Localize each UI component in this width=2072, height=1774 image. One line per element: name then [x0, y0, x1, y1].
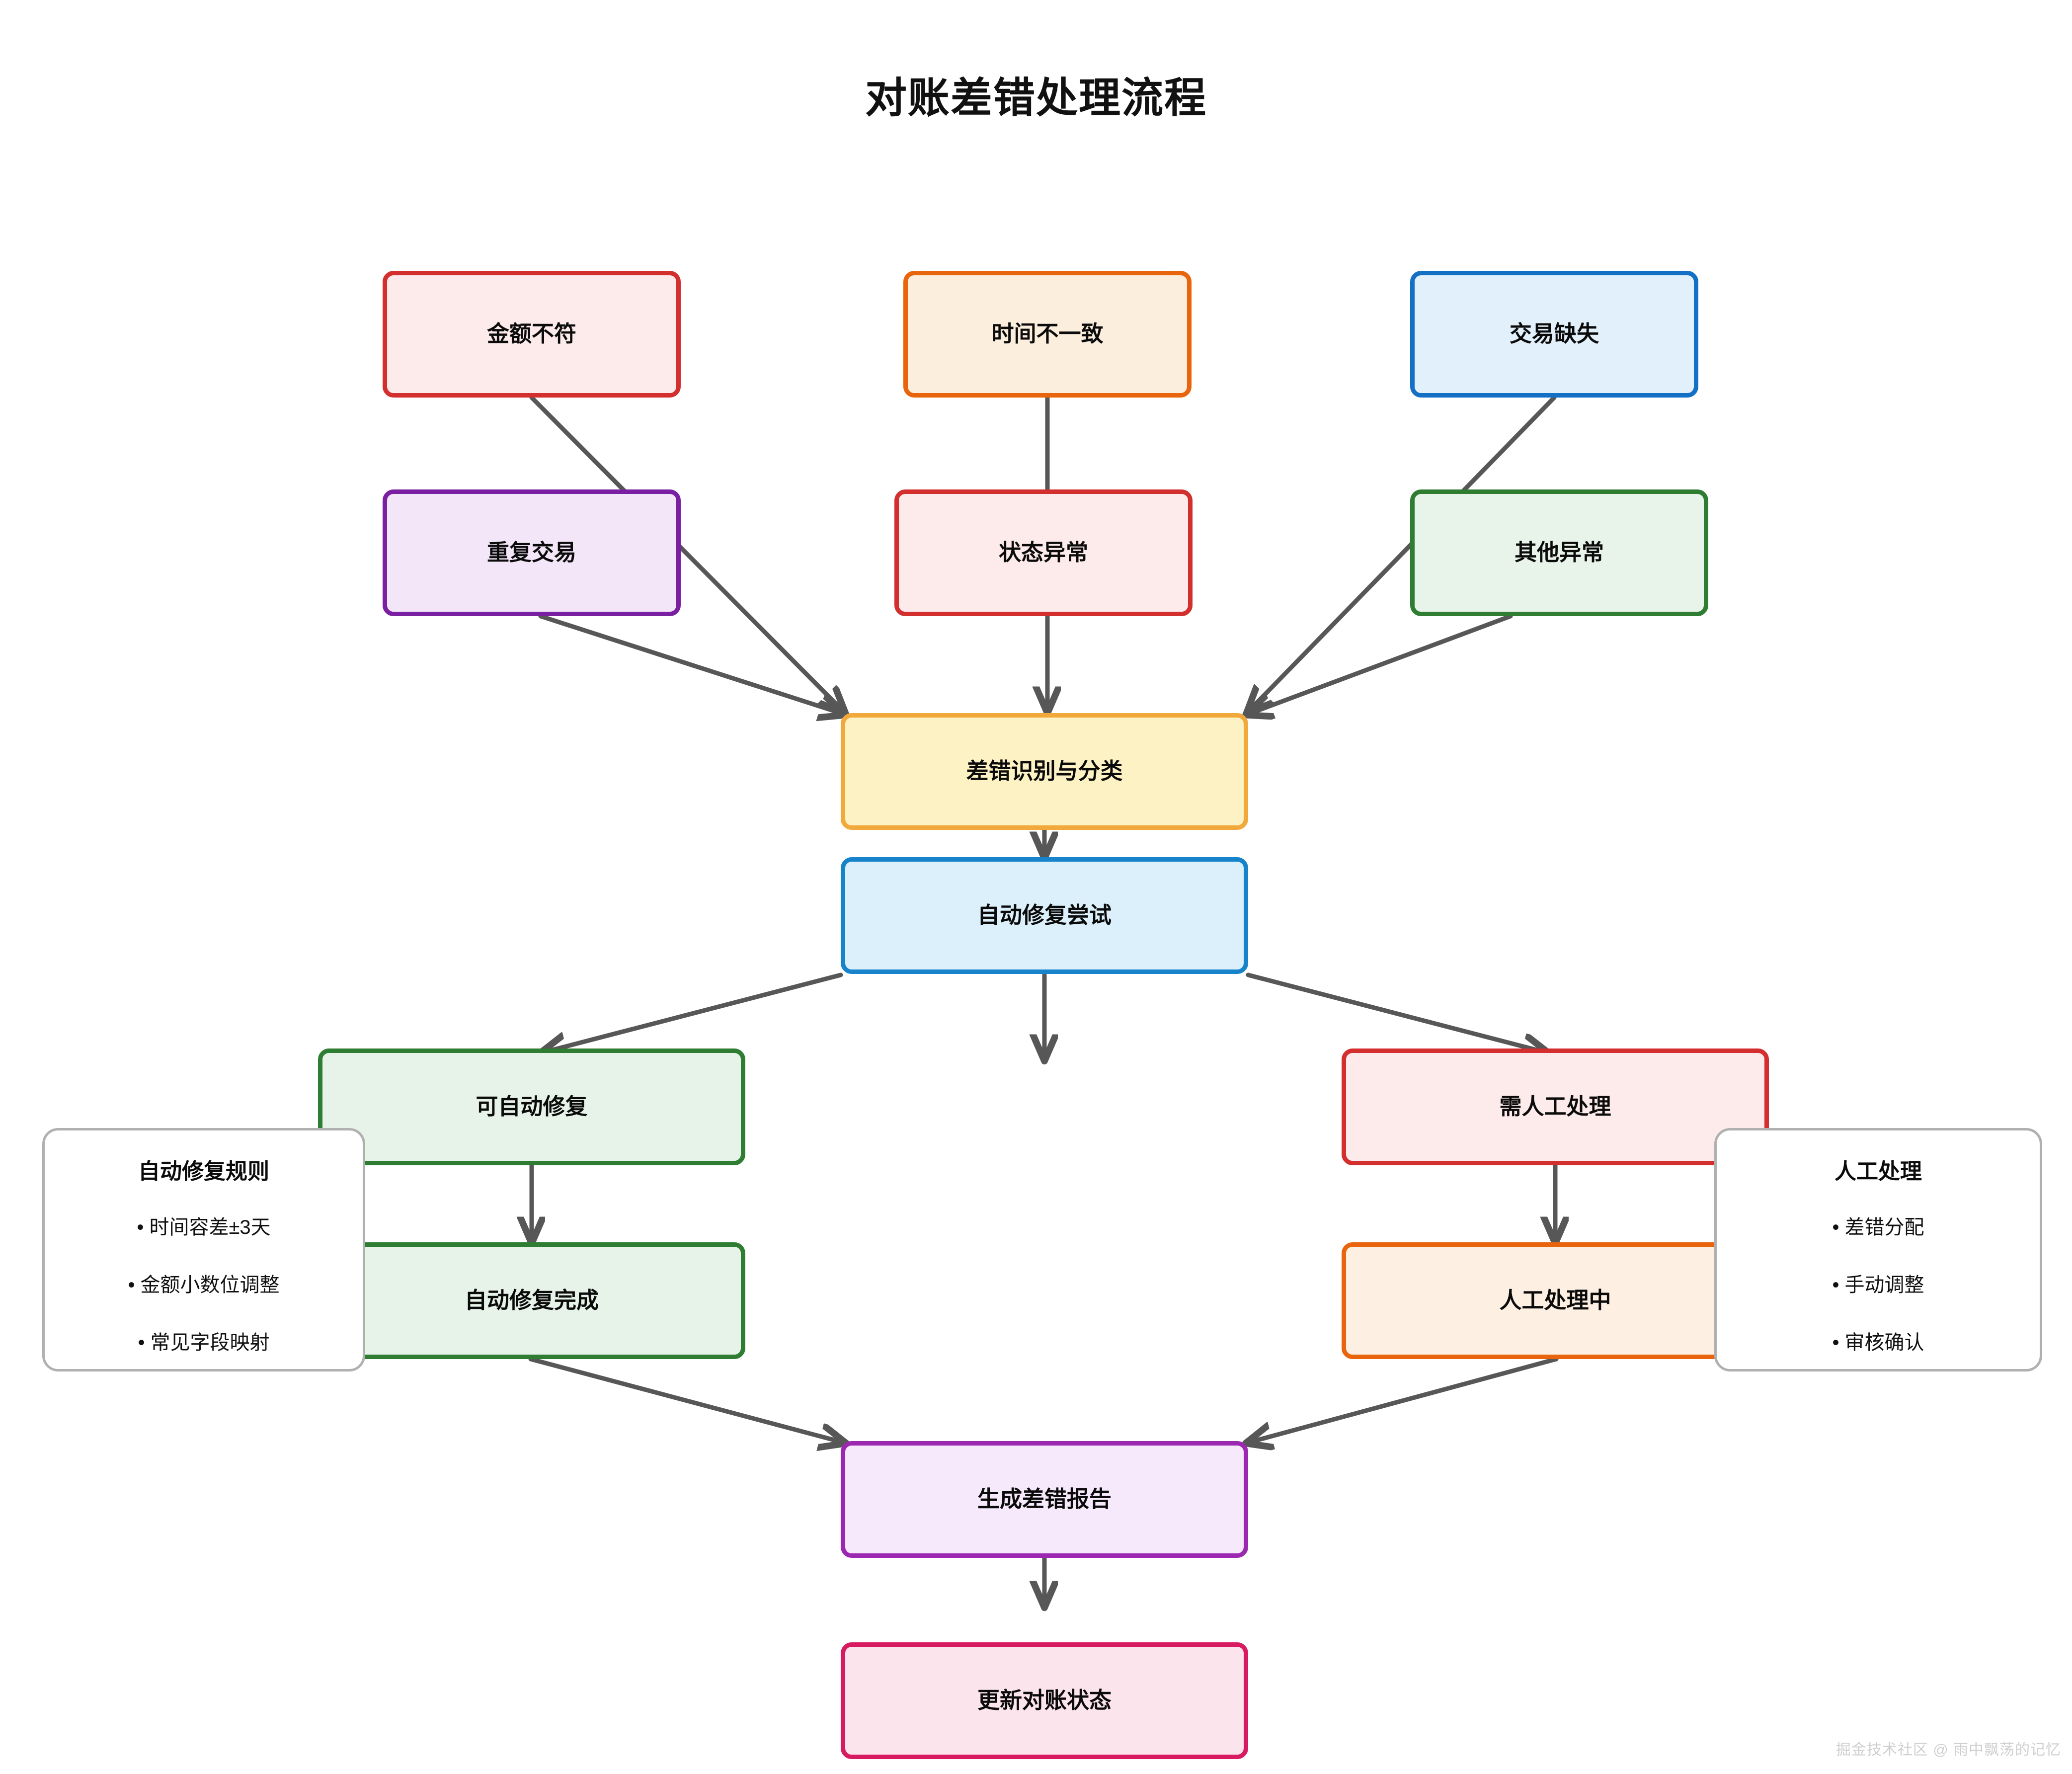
node-amount_mismatch[interactable]: 金额不符 — [383, 271, 681, 398]
note-bullet-list: • 差错分配 • 手动调整 • 审核确认 — [1717, 1211, 2040, 1384]
node-label: 其他异常 — [1514, 540, 1604, 565]
node-dup_txn[interactable]: 重复交易 — [383, 489, 681, 616]
node-label: 生成差错报告 — [977, 1486, 1112, 1512]
node-gen_report[interactable]: 生成差错报告 — [841, 1441, 1248, 1558]
note-title: 自动修复规则 — [138, 1159, 269, 1184]
node-label: 交易缺失 — [1509, 321, 1599, 347]
node-txn_missing[interactable]: 交易缺失 — [1410, 271, 1698, 398]
node-classify[interactable]: 差错识别与分类 — [841, 713, 1248, 830]
page-title: 对账差错处理流程 — [865, 75, 1207, 121]
edge-dup_txn-to-classify — [538, 614, 844, 714]
node-label: 可自动修复 — [476, 1094, 588, 1120]
node-label: 人工处理中 — [1499, 1288, 1611, 1313]
note-bullet-list: • 时间容差±3天 • 金额小数位调整 • 常见字段映射 — [45, 1211, 363, 1384]
note-bullet: • 差错分配 — [1832, 1216, 1924, 1238]
node-label: 需人工处理 — [1499, 1094, 1611, 1120]
note-auto_rules: 自动修复规则 • 时间容差±3天 • 金额小数位调整 • 常见字段映射 — [42, 1128, 365, 1371]
node-status_abnormal[interactable]: 状态异常 — [894, 489, 1193, 616]
note-bullet: • 时间容差±3天 — [137, 1216, 271, 1238]
node-label: 更新对账状态 — [977, 1688, 1112, 1713]
edge-auto_try-to-need_manual — [1246, 972, 1546, 1052]
note-bullet: • 金额小数位调整 — [128, 1274, 280, 1296]
node-label: 自动修复尝试 — [977, 902, 1112, 928]
edge-manual_doing-to-gen_report — [1248, 1357, 1559, 1443]
node-label: 金额不符 — [486, 321, 576, 347]
node-other_abnormal[interactable]: 其他异常 — [1410, 489, 1708, 616]
note-bullet: • 常见字段映射 — [138, 1332, 270, 1354]
node-need_manual[interactable]: 需人工处理 — [1342, 1048, 1769, 1165]
node-label: 自动修复完成 — [464, 1288, 599, 1313]
edge-other_abnormal-to-classify — [1248, 614, 1513, 714]
note-bullet: • 审核确认 — [1832, 1332, 1924, 1354]
note-bullet: • 手动调整 — [1832, 1274, 1924, 1296]
node-auto_ok[interactable]: 可自动修复 — [318, 1048, 745, 1165]
edge-auto_done-to-gen_report — [528, 1357, 844, 1443]
node-label: 重复交易 — [486, 540, 576, 565]
node-auto_try[interactable]: 自动修复尝试 — [841, 857, 1248, 974]
note-manual_steps: 人工处理 • 差错分配 • 手动调整 • 审核确认 — [1714, 1128, 2042, 1371]
node-label: 差错识别与分类 — [966, 758, 1123, 784]
node-update_status[interactable]: 更新对账状态 — [841, 1642, 1248, 1759]
node-manual_doing[interactable]: 人工处理中 — [1342, 1242, 1769, 1359]
node-label: 时间不一致 — [991, 321, 1104, 347]
note-title: 人工处理 — [1834, 1159, 1922, 1184]
watermark: 掘金技术社区 @ 雨中飘荡的记忆 — [1835, 1742, 2061, 1758]
edge-auto_try-to-auto_ok — [543, 972, 843, 1052]
node-label: 状态异常 — [998, 540, 1088, 565]
node-time_mismatch[interactable]: 时间不一致 — [903, 271, 1192, 398]
node-auto_done[interactable]: 自动修复完成 — [318, 1242, 745, 1359]
